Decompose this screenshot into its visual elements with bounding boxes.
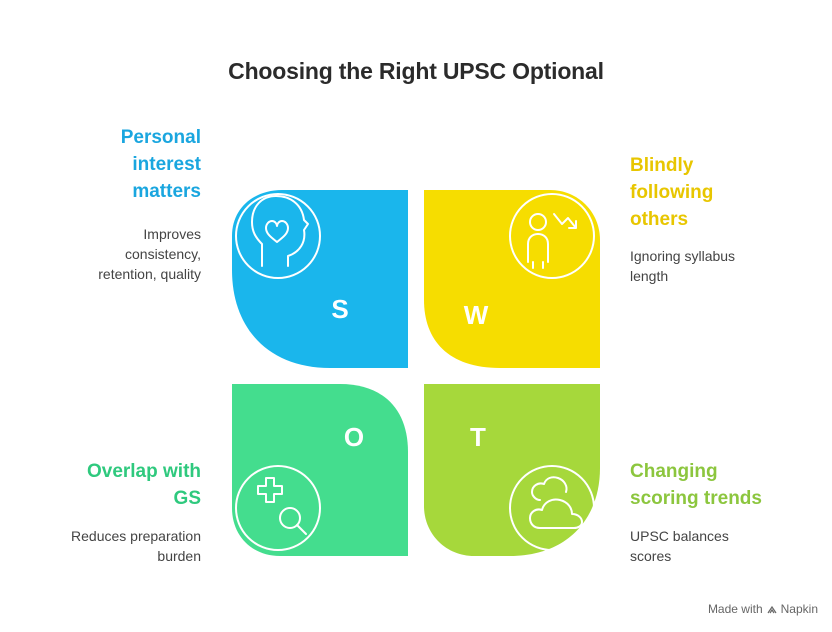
opportunity-letter: O (344, 422, 364, 452)
threat-description: UPSC balances scores (630, 528, 729, 564)
head-heart-icon (235, 193, 321, 279)
page-title: Choosing the Right UPSC Optional (228, 58, 604, 84)
strength-heading: Personal interest matters (120, 127, 201, 202)
napkin-logo-icon (767, 604, 777, 614)
threat-letter: T (470, 422, 486, 452)
footer-label: Made with (707, 602, 763, 616)
footer-credit: Made with Napkin (708, 602, 818, 616)
plus-search-icon (235, 465, 321, 551)
threat-heading: Changing scoring trends (630, 461, 762, 509)
person-decline-icon (509, 193, 595, 279)
strength-letter: S (331, 294, 348, 324)
strength-description: Improves consistency, retention, quality (98, 226, 201, 282)
weakness-letter: W (464, 300, 489, 330)
threat-petal (424, 384, 600, 556)
opportunity-description: Reduces preparation burden (71, 528, 201, 564)
opportunity-petal (232, 384, 408, 556)
clouds-icon (509, 465, 595, 551)
opportunity-heading: Overlap with GS (86, 461, 201, 509)
footer-brand: Napkin (780, 602, 818, 616)
weakness-description: Ignoring syllabus length (630, 248, 736, 284)
weakness-heading: Blindly following others (630, 155, 714, 230)
strength-petal (232, 190, 408, 368)
weakness-petal (424, 190, 600, 368)
